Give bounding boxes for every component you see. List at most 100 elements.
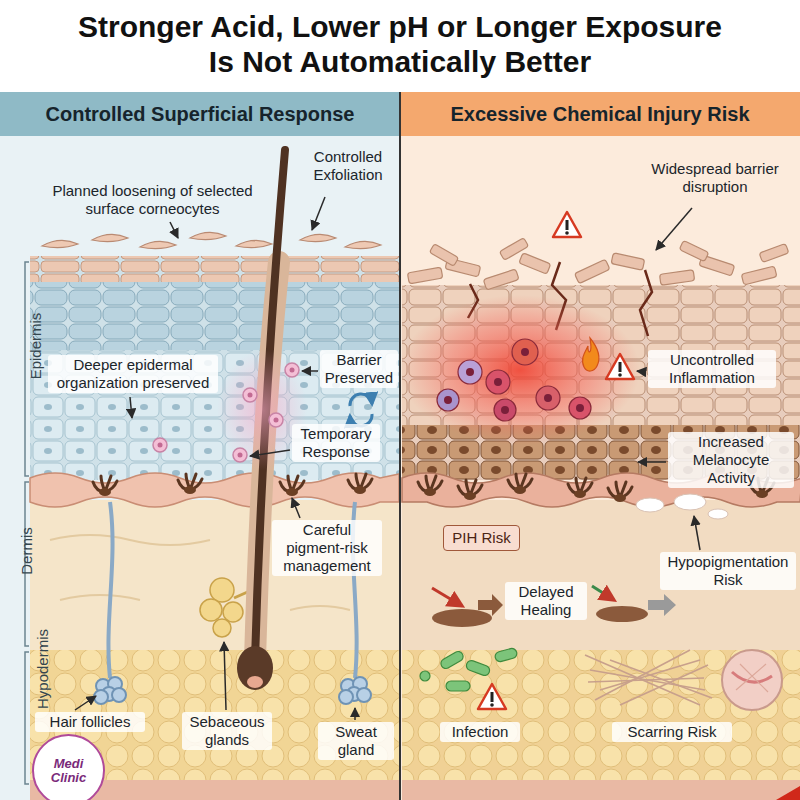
sweat-gland <box>357 688 371 702</box>
sebaceous-gland <box>200 599 222 621</box>
melanocyte <box>458 480 482 500</box>
delayed-healing-icon <box>648 594 676 616</box>
inflammatory-cell <box>437 389 459 411</box>
scar-magnifier <box>722 650 782 710</box>
leader-line <box>302 370 318 372</box>
backgrounds <box>0 92 399 136</box>
hair-follicle <box>247 676 263 688</box>
delayed-healing-icon <box>432 588 462 606</box>
bacteria <box>494 647 518 662</box>
inflammatory-cell <box>501 406 509 414</box>
leader-line <box>224 642 226 710</box>
melanocyte <box>178 474 202 494</box>
left-skin-layers <box>30 256 399 800</box>
leader-line <box>312 197 325 230</box>
callout-label: Planned loosening of selected surface co… <box>40 182 265 218</box>
left-skin-layers <box>30 256 399 282</box>
callout-label: Widespread barrier disruption <box>640 160 790 196</box>
sebaceous-gland <box>223 602 243 622</box>
broken-corneocytes <box>611 253 645 270</box>
sebaceous-gland <box>210 578 234 602</box>
panel-divider <box>399 92 401 800</box>
delayed-healing-icon <box>432 609 492 627</box>
broken-corneocytes <box>499 238 528 261</box>
loose-corneocytes <box>236 240 272 247</box>
scar-fibers <box>620 665 708 705</box>
layer-label: Dermis <box>18 527 36 575</box>
callout-label: Delayed Healing <box>505 582 587 620</box>
melanocyte <box>280 476 304 496</box>
hair-follicle <box>237 646 273 690</box>
immune-cell <box>233 448 247 462</box>
layer-brackets <box>25 652 29 784</box>
scar-fibers <box>588 678 704 682</box>
risk-box: PIH Risk <box>443 525 520 551</box>
barrier-crack <box>640 270 652 336</box>
bacteria <box>439 650 465 671</box>
immune-cell <box>285 363 299 377</box>
callout-label: Temporary Response <box>292 424 380 462</box>
loose-corneocytes <box>300 234 336 241</box>
sebaceous-gland <box>213 619 231 637</box>
left-skin-layers <box>30 473 399 507</box>
melanocyte <box>568 478 592 498</box>
leader-line <box>250 450 290 456</box>
broken-corneocytes <box>741 266 777 285</box>
broken-corneocytes <box>407 238 788 290</box>
sweat-gland <box>94 690 108 704</box>
right-skin-layers <box>402 650 800 780</box>
inflammatory-cell <box>494 378 502 386</box>
inflammatory-cell <box>512 339 538 365</box>
broken-corneocytes <box>574 259 609 283</box>
loose-corneocytes <box>190 232 226 239</box>
callout-label: Hair follicles <box>35 712 145 732</box>
immune-cell <box>158 443 163 448</box>
hypopigment-patch <box>636 498 664 512</box>
leader-line <box>354 708 356 720</box>
immune-cell <box>274 418 279 423</box>
warning-icon <box>478 684 506 709</box>
leader-line <box>75 696 96 710</box>
left-skin-layers <box>30 282 399 350</box>
scar-magnifier <box>736 664 768 692</box>
broken-corneocytes <box>659 270 694 286</box>
inflammatory-cell <box>444 348 584 414</box>
broken-corneocytes <box>429 244 458 267</box>
callout-label: Careful pigment-risk management <box>272 520 382 576</box>
melanocyte <box>608 482 632 502</box>
inflammatory-cell <box>437 339 591 421</box>
loose-corneocytes <box>140 241 176 248</box>
hypopigment-patch <box>708 509 728 519</box>
inflammatory-cell <box>536 386 560 410</box>
sweat-gland <box>94 677 371 704</box>
scar-fibers <box>595 650 690 700</box>
inflammatory-cell <box>576 404 584 412</box>
leader-line <box>694 516 700 550</box>
inflammatory-cell <box>486 370 510 394</box>
backgrounds <box>401 92 800 136</box>
broken-corneocytes <box>407 267 442 284</box>
scar-magnifier <box>732 672 772 682</box>
callout-label: Deeper epidermal organization preserved <box>48 355 218 393</box>
logo-badge: Medi Clinic <box>32 734 105 800</box>
callout-label: Scarring Risk <box>612 722 732 742</box>
sebaceous-gland <box>200 578 252 637</box>
immune-cell <box>243 388 257 402</box>
callout-label: Increased Melanocyte Activity <box>668 432 794 488</box>
bacteria <box>446 681 470 691</box>
melanocyte <box>418 476 442 496</box>
loose-corneocytes <box>345 241 381 248</box>
leader-line <box>130 397 132 418</box>
callout-label: Uncontrolled Inflammation <box>648 350 776 388</box>
bacteria <box>420 647 518 691</box>
bacteria <box>420 671 430 681</box>
panel-heading: Controlled Superficial Response <box>0 92 400 136</box>
callout-label: Sweat gland <box>318 722 394 760</box>
right-skin-layers <box>402 650 800 780</box>
inflammatory-cell <box>444 396 452 404</box>
warning-icon <box>553 212 581 237</box>
right-skin-layers <box>402 500 800 652</box>
layer-label: Epidermis <box>27 313 45 380</box>
delayed-healing-icon <box>592 586 614 600</box>
